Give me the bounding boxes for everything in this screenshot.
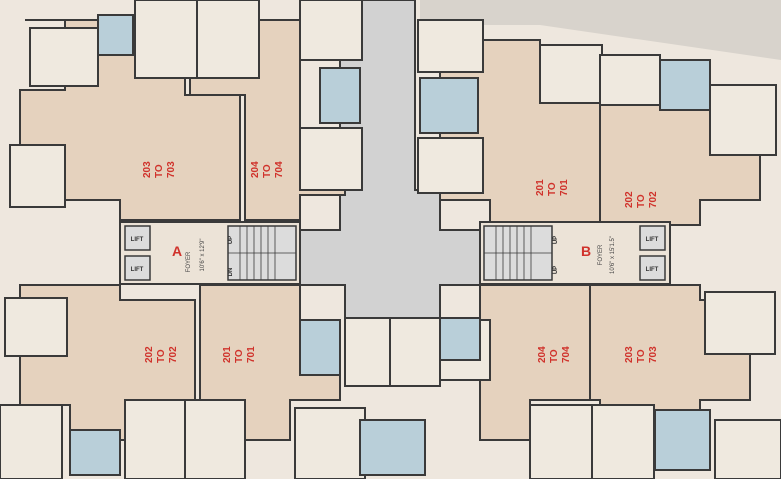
stair-up-label: UP bbox=[553, 236, 559, 244]
access-road bbox=[360, 0, 781, 60]
svg-text:TO: TO bbox=[636, 349, 647, 363]
bedroom bbox=[417, 19, 484, 73]
svg-text:TO: TO bbox=[156, 349, 167, 363]
toilet bbox=[659, 59, 711, 111]
bedroom bbox=[417, 137, 484, 194]
bedroom bbox=[591, 404, 655, 479]
svg-text:202: 202 bbox=[624, 191, 635, 208]
svg-text:704: 704 bbox=[274, 161, 285, 178]
svg-text:201: 201 bbox=[535, 179, 546, 196]
bedroom bbox=[299, 127, 363, 191]
toilet bbox=[654, 409, 711, 471]
svg-text:704: 704 bbox=[561, 346, 572, 363]
toilet bbox=[299, 319, 341, 376]
svg-text:202: 202 bbox=[144, 346, 155, 363]
bedroom bbox=[389, 317, 441, 387]
wing-b bbox=[417, 19, 781, 479]
bedroom bbox=[294, 407, 366, 479]
lift-shaft bbox=[639, 225, 666, 251]
unit-label-a-203: 203 TO 703 bbox=[142, 161, 177, 178]
wing-b-letter: B bbox=[581, 243, 591, 259]
svg-text:TO: TO bbox=[154, 164, 165, 178]
svg-text:702: 702 bbox=[168, 346, 179, 363]
bedroom bbox=[299, 0, 363, 61]
bedroom bbox=[599, 54, 661, 106]
wing-a bbox=[0, 0, 441, 479]
wing-b-foyer-size: 10'6" x 15'1.5" bbox=[610, 236, 616, 274]
unit-label-a-202: 202 TO 702 bbox=[144, 346, 179, 363]
unit-label-b-201: 201 TO 701 bbox=[535, 179, 570, 196]
bedroom bbox=[124, 399, 186, 479]
bedroom bbox=[709, 84, 777, 156]
bedroom bbox=[29, 27, 99, 87]
svg-text:204: 204 bbox=[250, 161, 261, 178]
wing-a-foyer-label: FOYER bbox=[186, 251, 192, 272]
svg-text:204: 204 bbox=[537, 346, 548, 363]
toilet bbox=[419, 77, 479, 134]
lift-shaft bbox=[639, 255, 666, 281]
svg-text:TO: TO bbox=[262, 164, 273, 178]
toilet bbox=[359, 419, 426, 476]
lift-shaft bbox=[124, 225, 151, 251]
svg-text:701: 701 bbox=[559, 179, 570, 196]
lift-label: LIFT bbox=[131, 237, 144, 243]
svg-text:203: 203 bbox=[624, 346, 635, 363]
svg-text:TO: TO bbox=[547, 182, 558, 196]
svg-text:203: 203 bbox=[142, 161, 153, 178]
wing-b-foyer-label: FOYER bbox=[598, 244, 604, 265]
svg-text:703: 703 bbox=[648, 346, 659, 363]
bedroom bbox=[4, 297, 68, 357]
unit-label-b-204: 204 TO 704 bbox=[537, 346, 572, 363]
bedroom bbox=[704, 291, 776, 355]
bedroom bbox=[0, 404, 63, 479]
bedroom bbox=[9, 144, 66, 208]
bedroom bbox=[344, 317, 391, 387]
unit-label-a-204: 204 TO 704 bbox=[250, 161, 285, 178]
lift-label: LIFT bbox=[131, 267, 144, 273]
lift-label: LIFT bbox=[646, 267, 659, 273]
bedroom bbox=[134, 0, 198, 79]
lift-label: LIFT bbox=[646, 237, 659, 243]
stair-dn-label: DN bbox=[228, 268, 234, 277]
svg-text:702: 702 bbox=[648, 191, 659, 208]
stair-up-label: UP bbox=[228, 236, 234, 244]
svg-text:701: 701 bbox=[246, 346, 257, 363]
bedroom bbox=[196, 0, 260, 79]
svg-text:TO: TO bbox=[549, 349, 560, 363]
svg-text:TO: TO bbox=[234, 349, 245, 363]
svg-text:201: 201 bbox=[222, 346, 233, 363]
unit-label-a-201: 201 TO 701 bbox=[222, 346, 257, 363]
bedroom bbox=[539, 44, 603, 104]
bedroom bbox=[714, 419, 781, 479]
stair-treads bbox=[484, 226, 552, 280]
toilet bbox=[69, 429, 121, 476]
stair-up-label: UP bbox=[553, 266, 559, 274]
bedroom bbox=[184, 399, 246, 479]
toilet bbox=[319, 67, 361, 124]
svg-text:TO: TO bbox=[636, 194, 647, 208]
lift-shaft bbox=[124, 255, 151, 281]
stair-treads bbox=[228, 226, 296, 280]
wing-a-letter: A bbox=[172, 243, 182, 259]
toilet bbox=[439, 317, 481, 361]
bedroom bbox=[529, 404, 593, 479]
svg-text:703: 703 bbox=[166, 161, 177, 178]
unit-label-b-202: 202 TO 702 bbox=[624, 191, 659, 208]
toilet bbox=[97, 14, 134, 56]
unit-label-b-203: 203 TO 703 bbox=[624, 346, 659, 363]
wing-a-foyer-size: 10'6" x 12'9" bbox=[200, 239, 206, 272]
